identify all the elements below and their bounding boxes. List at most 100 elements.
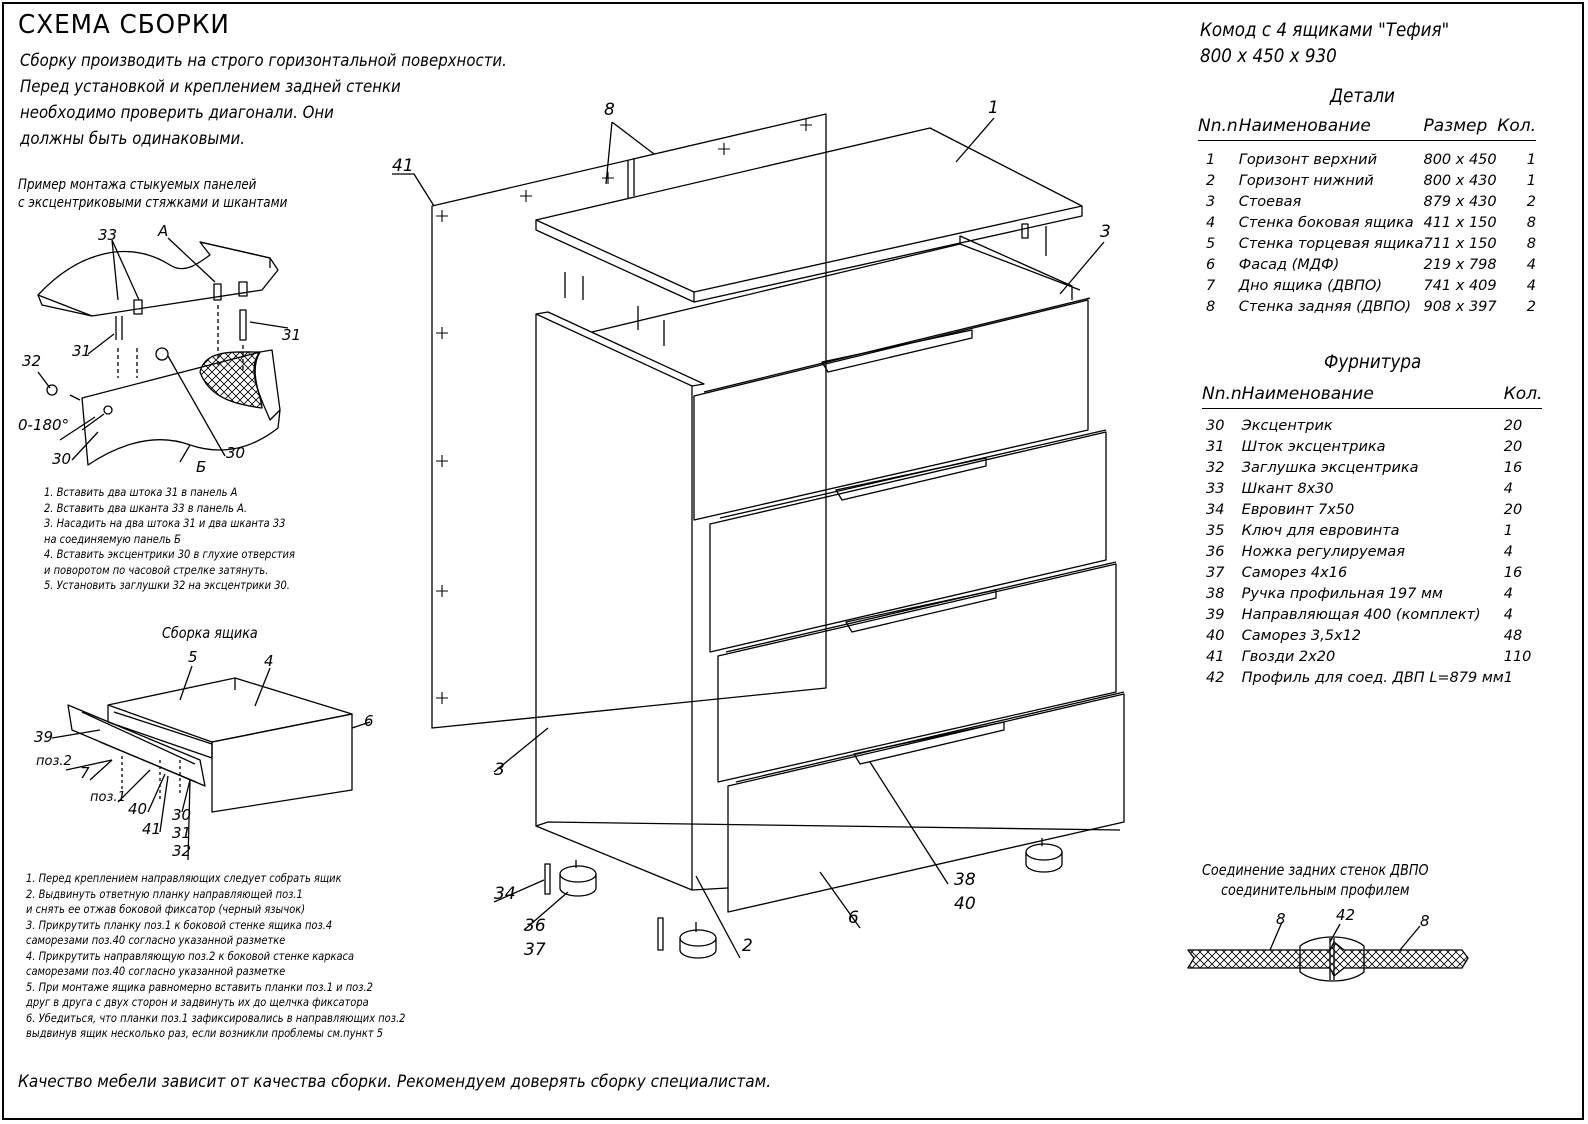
row-name: Ножка регулируемая bbox=[1241, 543, 1406, 560]
col-header: Размер bbox=[1423, 112, 1498, 141]
callout-3: 3 bbox=[1100, 222, 1111, 242]
callout-8: 8 bbox=[604, 100, 615, 120]
row-name: Фасад (МДФ) bbox=[1238, 256, 1340, 273]
callout-angle: 0-180° bbox=[18, 416, 70, 434]
drawer-steps: 1. Перед креплением направляющих следует… bbox=[26, 871, 405, 1042]
callout-6: 6 bbox=[364, 712, 374, 730]
joint-section-drawing bbox=[1187, 921, 1469, 982]
step: на соединяемую панель Б bbox=[44, 531, 181, 546]
col-header: Кол. bbox=[1497, 112, 1536, 141]
row-name: Шкант 8x30 bbox=[1241, 480, 1334, 497]
caption-line: с эксцентриковыми стяжками и шкантами bbox=[18, 195, 288, 211]
row-number: 3 bbox=[1206, 193, 1216, 210]
row-qty: 20 bbox=[1503, 438, 1523, 455]
callout-39: 39 bbox=[34, 728, 54, 746]
row-qty: 48 bbox=[1503, 627, 1523, 644]
callout-41: 41 bbox=[142, 820, 162, 838]
row-name: Стенка боковая ящика bbox=[1238, 214, 1414, 231]
row-qty: 2 bbox=[1526, 298, 1536, 315]
callout-a: А bbox=[158, 222, 169, 240]
row-size: 411 x 150 bbox=[1423, 214, 1497, 231]
details-title: Детали bbox=[1330, 85, 1395, 107]
step: выдвинув ящик несколько раз, если возник… bbox=[26, 1026, 384, 1040]
row-qty: 110 bbox=[1503, 648, 1532, 665]
callout-b: Б bbox=[196, 458, 207, 476]
callout-32: 32 bbox=[22, 352, 42, 370]
callout-poz1: поз.1 bbox=[90, 790, 126, 805]
callout-31: 31 bbox=[172, 824, 192, 842]
callout-37: 37 bbox=[524, 940, 546, 960]
row-name: Профиль для соед. ДВП L=879 мм bbox=[1241, 669, 1504, 686]
row-number: 32 bbox=[1206, 459, 1225, 476]
row-number: 38 bbox=[1206, 585, 1225, 602]
step: 3. Прикрутить планку поз.1 к боковой сте… bbox=[26, 917, 333, 932]
row-number: 4 bbox=[1206, 214, 1216, 231]
row-qty: 1 bbox=[1503, 669, 1513, 686]
example-steps: 1. Вставить два штока 31 в панель А 2. В… bbox=[44, 485, 295, 594]
table-row: 33 Шкант 8x30 4 bbox=[1202, 478, 1542, 499]
callout-poz2: поз.2 bbox=[36, 754, 72, 769]
step: 1. Перед креплением направляющих следует… bbox=[26, 871, 342, 885]
row-number: 40 bbox=[1206, 627, 1225, 644]
step: 4. Вставить эксцентрики 30 в глухие отве… bbox=[44, 547, 295, 561]
table-row: 4 Стенка боковая ящика 411 x 150 8 bbox=[1198, 212, 1536, 233]
callout-7: 7 bbox=[80, 764, 90, 782]
row-name: Шток эксцентрика bbox=[1241, 438, 1386, 455]
row-size: 219 x 798 bbox=[1423, 256, 1497, 273]
caption-line: соединительным профилем bbox=[1221, 881, 1410, 899]
cabinet-drawing bbox=[392, 113, 1125, 959]
row-qty: 20 bbox=[1503, 417, 1523, 434]
caption-line: Соединение задних стенок ДВПО bbox=[1202, 861, 1429, 879]
intro-line: должны быть одинаковыми. bbox=[20, 129, 245, 149]
row-qty: 4 bbox=[1503, 480, 1513, 497]
step: и снять ее отжав боковой фиксатор (черны… bbox=[26, 902, 306, 916]
callout-8: 8 bbox=[1276, 910, 1286, 928]
sheet-title: СХЕМА СБОРКИ bbox=[18, 10, 230, 40]
row-number: 8 bbox=[1206, 298, 1216, 315]
row-qty: 8 bbox=[1526, 214, 1536, 231]
intro-line: Перед установкой и креплением задней сте… bbox=[20, 77, 401, 97]
row-name: Заглушка эксцентрика bbox=[1241, 459, 1419, 476]
row-qty: 8 bbox=[1526, 235, 1536, 252]
step: 5. При монтаже ящика равномерно вставить… bbox=[26, 979, 373, 994]
callout-40: 40 bbox=[128, 800, 148, 818]
row-name: Направляющая 400 (комплект) bbox=[1241, 606, 1481, 623]
row-number: 41 bbox=[1206, 648, 1225, 665]
row-number: 37 bbox=[1206, 564, 1225, 581]
row-qty: 4 bbox=[1526, 277, 1536, 294]
callout-30: 30 bbox=[226, 444, 246, 462]
callout-30: 30 bbox=[172, 806, 192, 824]
step: 1. Вставить два штока 31 в панель А bbox=[44, 485, 238, 499]
step: друг в друга с двух сторон и задвинуть и… bbox=[26, 995, 369, 1009]
row-number: 34 bbox=[1206, 501, 1225, 518]
row-name: Ключ для евровинта bbox=[1241, 522, 1400, 539]
step: 5. Установить заглушки 32 на эксцентрики… bbox=[44, 578, 290, 592]
row-number: 30 bbox=[1206, 417, 1225, 434]
intro-notes: Сборку производить на строго горизонталь… bbox=[20, 48, 507, 152]
row-name: Эксцентрик bbox=[1241, 417, 1333, 434]
row-qty: 1 bbox=[1503, 522, 1513, 539]
row-number: 42 bbox=[1206, 669, 1225, 686]
callout-1: 1 bbox=[988, 98, 999, 118]
row-name: Горизонт нижний bbox=[1238, 172, 1374, 189]
row-number: 5 bbox=[1206, 235, 1216, 252]
row-number: 31 bbox=[1206, 438, 1225, 455]
callout-41: 41 bbox=[392, 156, 414, 176]
col-header: Nn.n bbox=[1198, 112, 1239, 141]
footer-note: Качество мебели зависит от качества сбор… bbox=[18, 1072, 772, 1092]
row-number: 33 bbox=[1206, 480, 1225, 497]
row-name: Гвозди 2x20 bbox=[1241, 648, 1336, 665]
row-size: 879 x 430 bbox=[1423, 193, 1497, 210]
